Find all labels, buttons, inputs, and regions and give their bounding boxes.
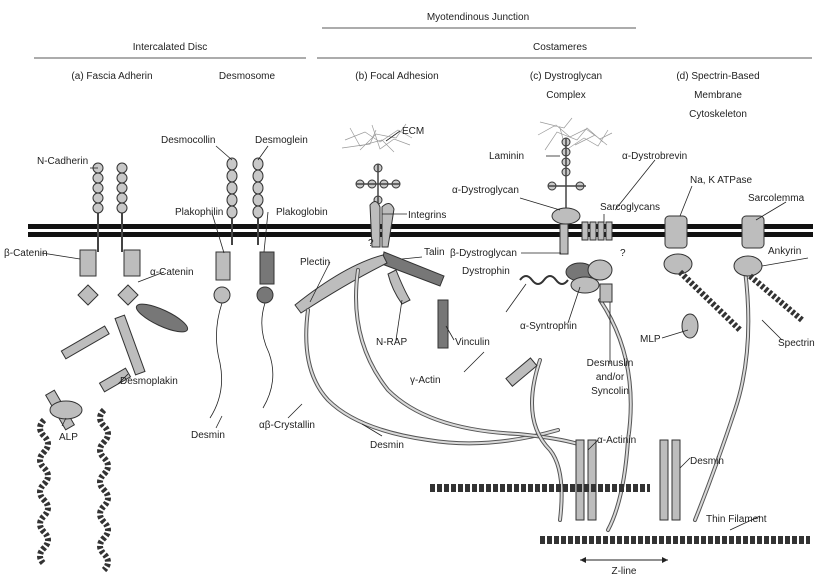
label-desmin-middle: Desmin [370, 440, 404, 451]
label-alpha-dystroglycan: α-Dystroglycan [452, 185, 519, 196]
ecm-fibers [342, 118, 612, 152]
label-desmuslin-2: and/or [596, 372, 625, 383]
n-cadherin-chains [93, 163, 127, 252]
label-mlp: MLP [640, 334, 661, 345]
intercalated-disc-header: Intercalated Disc [133, 42, 207, 53]
label-alpha-dystrobrevin: α-Dystrobrevin [622, 151, 687, 162]
label-sarcolemma: Sarcolemma [748, 193, 805, 204]
label-plakophilin: Plakophilin [175, 207, 223, 218]
label-ecm: ECM [402, 126, 424, 137]
label-ab-crystallin: αβ-Crystallin [259, 420, 315, 431]
z-line-arrow [580, 557, 668, 563]
label-question-mark-1: ? [368, 238, 374, 249]
label-z-line: Z-line [611, 566, 636, 577]
label-desmuslin-1: Desmuslin [587, 358, 634, 369]
label-beta-dystroglycan: β-Dystroglycan [450, 248, 517, 259]
label-integrins: Integrins [408, 210, 446, 221]
section-b-title: (b) Focal Adhesion [355, 71, 438, 82]
label-ankyrin: Ankyrin [768, 246, 801, 257]
section-d-title-1: (d) Spectrin-Based [676, 71, 759, 82]
label-desmin-right: Desmin [690, 456, 724, 467]
label-laminin: Laminin [489, 151, 524, 162]
label-desmocollin: Desmocollin [161, 135, 215, 146]
desmin-filaments [306, 270, 748, 530]
myotendinous-junction-header: Myotendinous Junction [427, 12, 529, 23]
label-talin: Talin [424, 247, 445, 258]
label-desmuslin-3: Syncolin [591, 386, 629, 397]
label-alpha-syntrophin: α-Syntrophin [520, 321, 577, 332]
label-desmin-left: Desmin [191, 430, 225, 441]
desmosome-chains [210, 158, 274, 418]
costameres-header: Costameres [533, 42, 587, 53]
label-alpha-catenin: α-Catenin [150, 267, 194, 278]
label-plakoglobin: Plakoglobin [276, 207, 328, 218]
label-thin-filament: Thin Filament [706, 514, 767, 525]
label-sarcoglycans: Sarcoglycans [600, 202, 660, 213]
label-desmoplakin: Desmoplakin [120, 376, 178, 387]
label-vinculin: Vinculin [455, 337, 490, 348]
label-alp: ALP [59, 432, 78, 443]
label-n-cadherin: N-Cadherin [37, 156, 88, 167]
section-a-title: (a) Fascia Adherin [71, 71, 152, 82]
label-spectrin: Spectrin [778, 338, 815, 349]
section-c-title-1: (c) Dystroglycan [530, 71, 602, 82]
dystroglycan-complex [506, 138, 612, 386]
label-na-k-atpase: Na, K ATPase [690, 175, 753, 186]
section-d-title-2: Membrane [694, 90, 742, 101]
label-plectin: Plectin [300, 257, 330, 268]
label-dystrophin: Dystrophin [462, 266, 510, 277]
label-n-rap: N-RAP [376, 337, 407, 348]
section-d-title-3: Cytoskeleton [689, 109, 747, 120]
label-desmoglein: Desmoglein [255, 135, 308, 146]
sarcolemma-membrane [28, 224, 813, 237]
section-desmosome-title: Desmosome [219, 71, 276, 82]
label-gamma-actin: γ-Actin [410, 375, 441, 386]
label-alpha-actinin: α-Actinin [597, 435, 636, 446]
label-beta-catenin: β-Catenin [4, 248, 48, 259]
label-question-mark-2: ? [620, 248, 626, 259]
section-c-title-2: Complex [546, 90, 585, 101]
